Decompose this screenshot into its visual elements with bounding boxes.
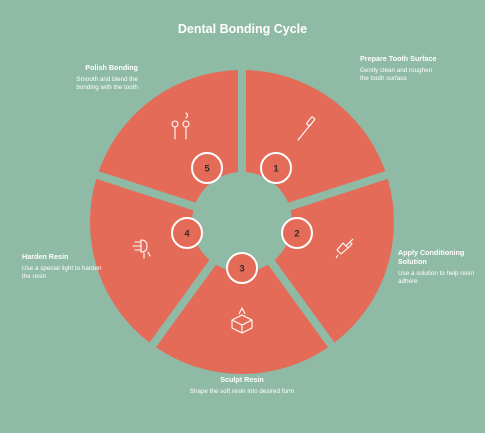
step-4-title: Harden Resin	[22, 252, 69, 261]
step-1-description: Gently clean and roughen the tooth surfa…	[360, 67, 433, 82]
step-3-description: Shape the soft resin into desired form	[189, 388, 295, 395]
step-1-label: Prepare Tooth Surface Gently clean and r…	[360, 54, 440, 83]
toothbrush-icon	[297, 116, 316, 141]
step-1-number: 1	[273, 164, 279, 175]
step-5-description: Smooth and blend the bonding with the to…	[76, 76, 138, 91]
curing-light-icon	[132, 239, 151, 259]
step-2-title: Apply Conditioning Solution	[398, 248, 465, 266]
step-2-description: Use a solution to help resin adhere	[398, 270, 474, 285]
step-5-label: Polish Bonding Smooth and blend the bond…	[55, 63, 138, 92]
polishing-tools-icon	[171, 112, 190, 140]
step-4-label: Harden Resin Use a special light to hard…	[22, 252, 102, 281]
step-4-badge: 4	[171, 217, 203, 249]
step-1-title: Prepare Tooth Surface	[360, 54, 437, 63]
step-1-badge-circle	[260, 152, 292, 184]
step-5-title: Polish Bonding	[85, 63, 138, 72]
step-2-label: Apply Conditioning Solution Use a soluti…	[398, 248, 478, 286]
sculpting-block-icon	[231, 307, 253, 334]
step-3-number: 3	[239, 264, 244, 275]
step-3-badge-circle	[226, 252, 258, 284]
step-3-label: Sculpt Resin Shape the soft resin into d…	[182, 375, 302, 396]
step-2-badge: 2	[281, 217, 313, 249]
step-4-number: 4	[184, 229, 190, 240]
step-2-number: 2	[294, 229, 299, 240]
cycle-segment-1	[245, 70, 386, 203]
step-5-badge-circle	[191, 152, 223, 184]
step-2-badge-circle	[281, 217, 313, 249]
cycle-segment-3	[155, 264, 329, 374]
step-4-description: Use a special light to harden the resin	[22, 265, 102, 280]
dropper-bottle-icon	[335, 238, 354, 259]
step-5-number: 5	[204, 164, 210, 175]
step-3-badge: 3	[226, 252, 258, 284]
step-1-badge: 1	[260, 152, 292, 184]
step-3-title: Sculpt Resin	[220, 375, 264, 384]
step-4-badge-circle	[171, 217, 203, 249]
diagram-title: Dental Bonding Cycle	[177, 22, 308, 36]
step-5-badge: 5	[191, 152, 223, 184]
